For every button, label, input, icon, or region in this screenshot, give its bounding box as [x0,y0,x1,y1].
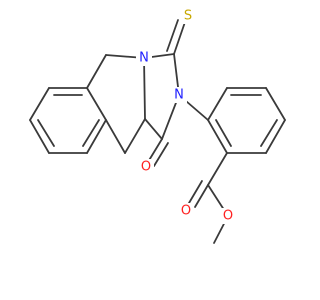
bond-ch-n1 [143,57,146,120]
bond-benzA-5 [29,119,50,154]
bond-benzB-1 [207,87,228,121]
bond-benzA-inner-3 [37,119,55,147]
bond-benzB-6 [207,119,228,154]
bond-benzA-3 [86,119,107,154]
atom-s-label: S [184,9,192,24]
atom-o-ester-carbonyl-label: O [181,204,191,219]
bond-co-o-b [153,142,169,167]
bond-benzB-4 [265,119,286,154]
atom-n2-label: N [174,88,184,103]
bond-co-ch [144,118,163,140]
bond-ester-co-b [188,180,203,204]
atom-o-ester-ether-label: O [223,209,233,224]
atom-n1-label: N [139,51,149,66]
bond-benzA-6 [29,87,50,121]
molecule-diagram: N N S O O O [29,8,286,244]
atom-o-ketone-label: O [141,160,151,175]
bond-benzB-3 [265,87,286,121]
bond-c-ch2bottom [105,119,126,154]
bond-co-o-a [147,138,163,163]
atom-label-layer: N N S O O O [136,8,236,224]
bond-cs-s-b [166,19,179,52]
bond-benzA-2 [86,87,107,121]
bond-ch2bottom-ch [124,118,146,154]
bond-ester-co-a [194,184,209,208]
bond-benzA-inner-2 [82,119,100,147]
bond-aryl-ester-c [207,152,228,186]
bond-cs-s-a [173,21,186,55]
bond-benzB-inner-2 [260,119,278,147]
bond-layer [29,19,286,244]
bond-c-ch2top [86,54,107,89]
bond-benzB-inner-3 [215,119,232,147]
